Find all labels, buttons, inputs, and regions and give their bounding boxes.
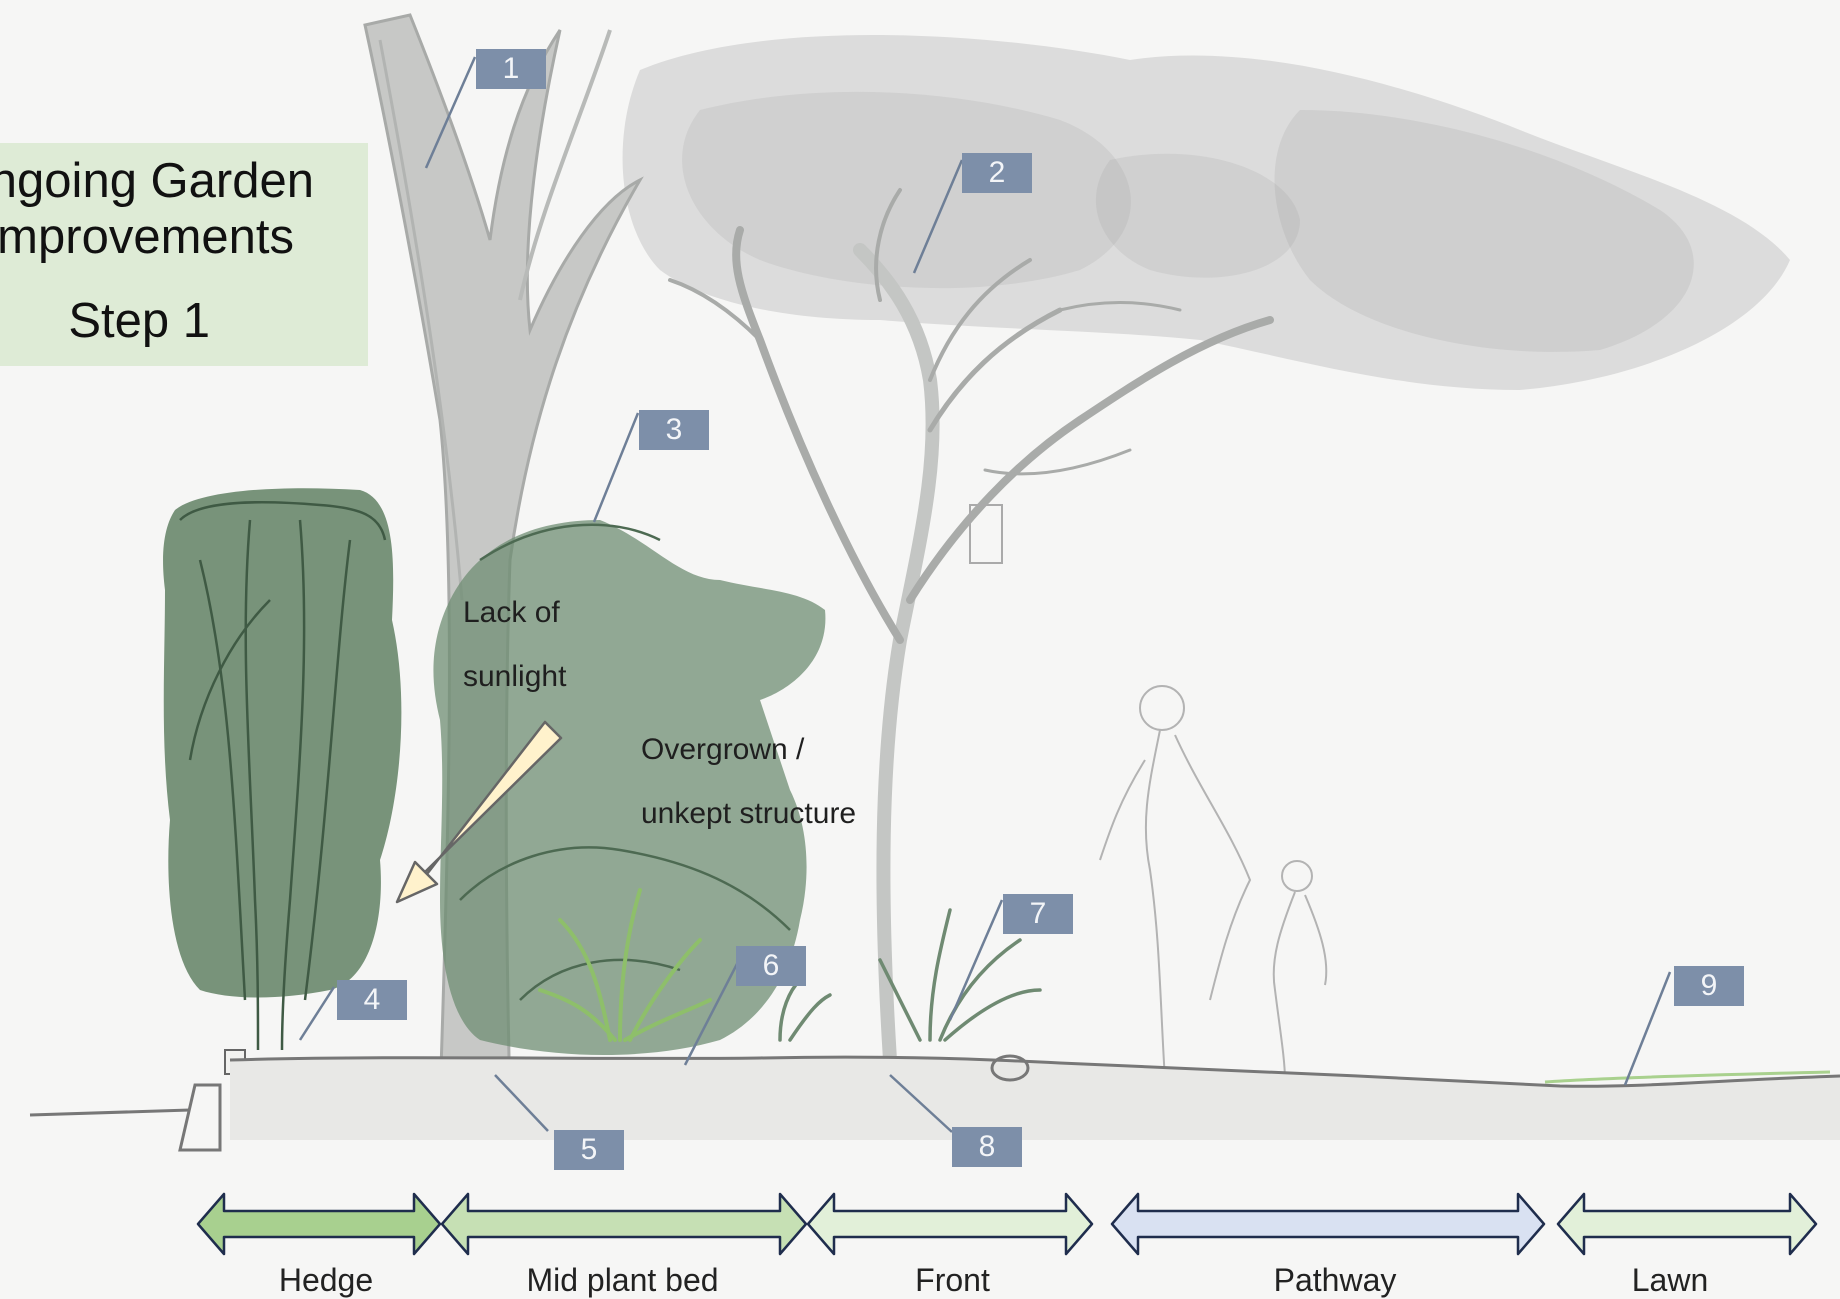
title-step: Step 1 [68, 294, 210, 348]
zone-arrows [196, 1192, 1818, 1256]
zone-arrow-hedge [196, 1192, 442, 1256]
zone-arrow-lawn [1556, 1192, 1818, 1256]
hedge-plant [163, 488, 402, 1075]
young-tree [668, 188, 1274, 1067]
zone-label-hedge: Hedge [278, 1262, 374, 1298]
zone-label-pathway: Pathway [1273, 1262, 1397, 1298]
title-card: Ongoing Garden Improvements Step 1 [0, 143, 368, 366]
note-unkept-structure: unkept structure [641, 797, 857, 830]
sunlight-arrow [395, 720, 563, 904]
leader-lines [298, 56, 1672, 1133]
note-sunlight: sunlight [463, 660, 567, 693]
zone-label-mid-plant-bed: Mid plant bed [526, 1262, 719, 1298]
marker-9: 9 [1674, 966, 1744, 1006]
ground [29, 1054, 1840, 1152]
marker-6: 6 [736, 946, 806, 986]
marker-5: 5 [554, 1130, 624, 1170]
marker-2: 2 [962, 153, 1032, 193]
zone-label-lawn: Lawn [1631, 1262, 1709, 1298]
marker-8: 8 [952, 1127, 1022, 1167]
zone-arrow-mid-plant-bed [440, 1192, 808, 1256]
zone-label-front: Front [915, 1262, 990, 1298]
mid-plant [538, 888, 712, 1042]
note-lack-of: Lack of [463, 596, 560, 629]
marker-1: 1 [476, 49, 546, 89]
title-line-1: Ongoing Garden [0, 154, 314, 208]
people-sketch [1099, 685, 1328, 1081]
marker-7: 7 [1003, 894, 1073, 934]
note-overgrown: Overgrown / [641, 733, 805, 766]
title-line-2: Improvements [0, 210, 294, 264]
front-plant [778, 908, 1042, 1042]
overgrown-shrub [433, 520, 826, 1055]
canopy [622, 35, 1790, 390]
zone-arrow-pathway [1110, 1192, 1546, 1256]
marker-3: 3 [639, 410, 709, 450]
marker-4: 4 [337, 980, 407, 1020]
zone-arrow-front [806, 1192, 1094, 1256]
